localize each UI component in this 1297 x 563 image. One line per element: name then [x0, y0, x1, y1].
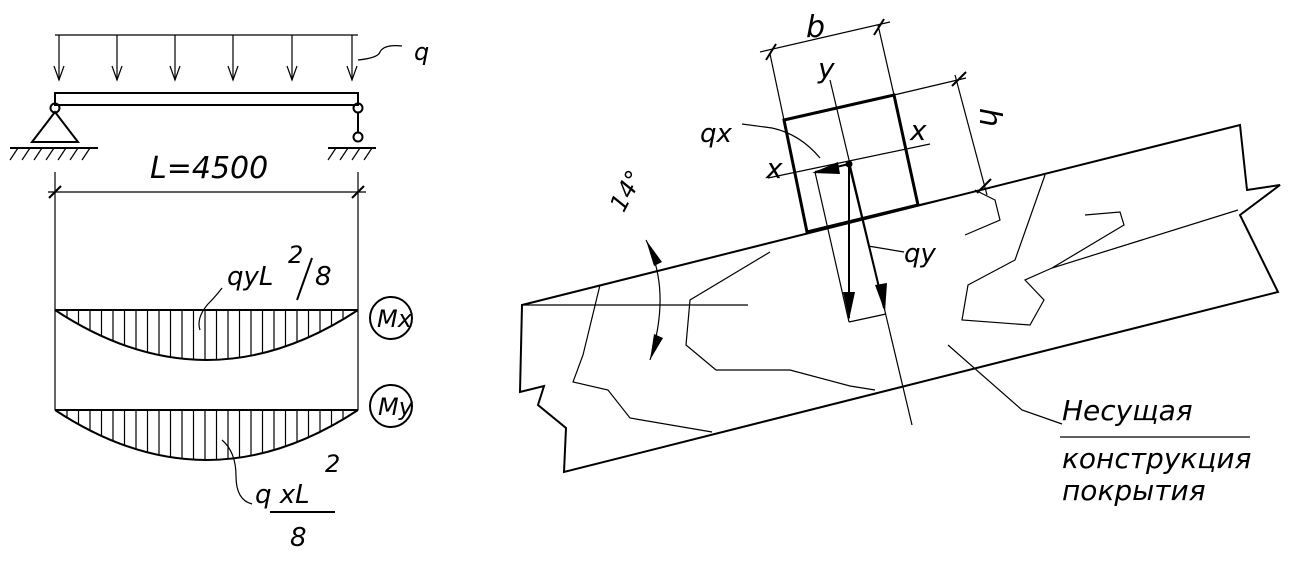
width-dimension — [759, 18, 895, 121]
angle-label: 14° — [604, 166, 649, 217]
mx-formula-exponent: 2 — [288, 241, 303, 269]
axis-y-label: y — [817, 52, 835, 85]
qx-leader — [741, 123, 821, 159]
load-arrow — [111, 35, 123, 82]
my-tag: My — [378, 393, 414, 421]
my-formula-numerator: q xL — [255, 480, 310, 510]
qy-label: qy — [904, 239, 937, 269]
mx-formula-leader — [198, 287, 223, 331]
my-formula-exponent: 2 — [325, 450, 340, 478]
structure-label-line2: конструкция — [1062, 442, 1251, 475]
load-leader — [357, 45, 403, 61]
mx-formula-denominator: 8 — [315, 262, 332, 292]
mx-formula-slash — [296, 257, 313, 301]
force-parallelogram — [814, 171, 887, 323]
structure-texture — [522, 174, 1239, 433]
my-formula-denominator: 8 — [290, 523, 307, 553]
moment-diagram-mx — [54, 309, 359, 361]
load-arrow — [227, 35, 239, 82]
roller-support — [327, 102, 376, 161]
moment-diagram-my — [54, 409, 359, 461]
load-arrow — [53, 35, 65, 82]
mx-formula-numerator: qyL — [227, 262, 273, 292]
qy-leader — [867, 245, 905, 253]
mx-tag: Mx — [377, 305, 413, 333]
qx-label: qx — [700, 119, 733, 149]
distributed-load — [53, 34, 358, 82]
angle-indicator — [645, 239, 663, 361]
structure-label-line3: покрытия — [1062, 474, 1206, 507]
beam-scheme: q — [9, 34, 429, 553]
structure-label-line1: Несущая — [1062, 394, 1193, 427]
force-q-vector — [843, 164, 855, 320]
width-label: b — [806, 10, 825, 45]
pin-support — [9, 102, 98, 161]
beam-body — [54, 92, 359, 106]
load-arrow — [169, 35, 181, 82]
mx-tag-circle — [369, 296, 413, 340]
section-scheme: 14° b h y x x — [518, 10, 1281, 507]
height-dimension — [893, 71, 992, 206]
load-label: q — [414, 38, 429, 66]
axis-x-right-label: x — [909, 114, 927, 147]
load-arrow — [346, 35, 358, 82]
span-label: L=4500 — [150, 151, 268, 186]
my-formula-leader — [221, 439, 253, 505]
force-qy-vector — [848, 163, 887, 312]
span-dimension — [48, 172, 366, 410]
force-qx-vector — [812, 162, 850, 174]
axis-x-left-label: x — [765, 152, 783, 185]
bearing-structure-outline — [518, 123, 1281, 474]
load-arrow — [286, 35, 298, 82]
height-label: h — [972, 108, 1007, 127]
my-tag-circle — [369, 384, 413, 428]
